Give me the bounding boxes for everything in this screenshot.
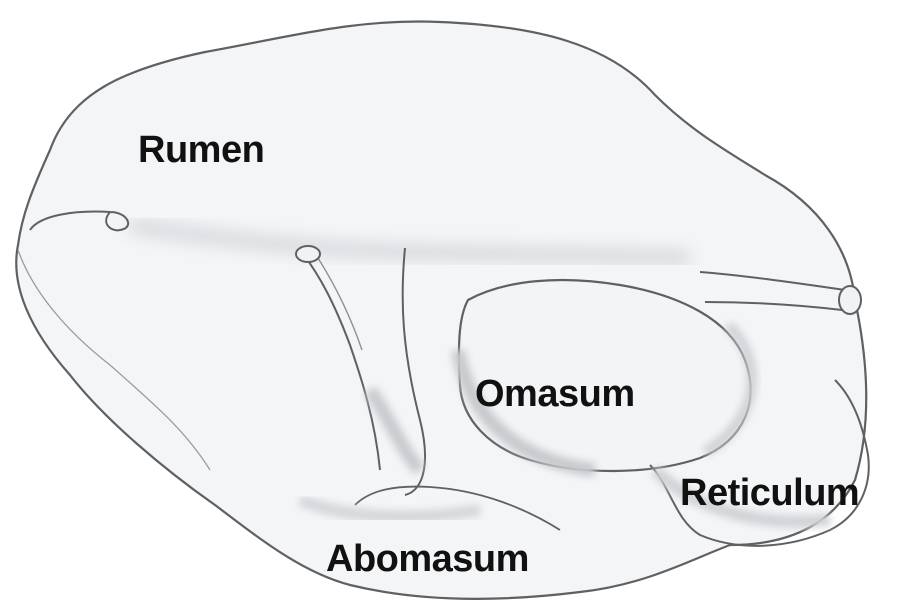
omasum-label: Omasum bbox=[475, 373, 635, 415]
tube-opening-right bbox=[839, 286, 861, 314]
abomasum-label: Abomasum bbox=[326, 538, 529, 580]
reticulum-label: Reticulum bbox=[680, 472, 859, 514]
rumen-label: Rumen bbox=[138, 129, 264, 171]
tube-opening-left bbox=[296, 246, 320, 262]
